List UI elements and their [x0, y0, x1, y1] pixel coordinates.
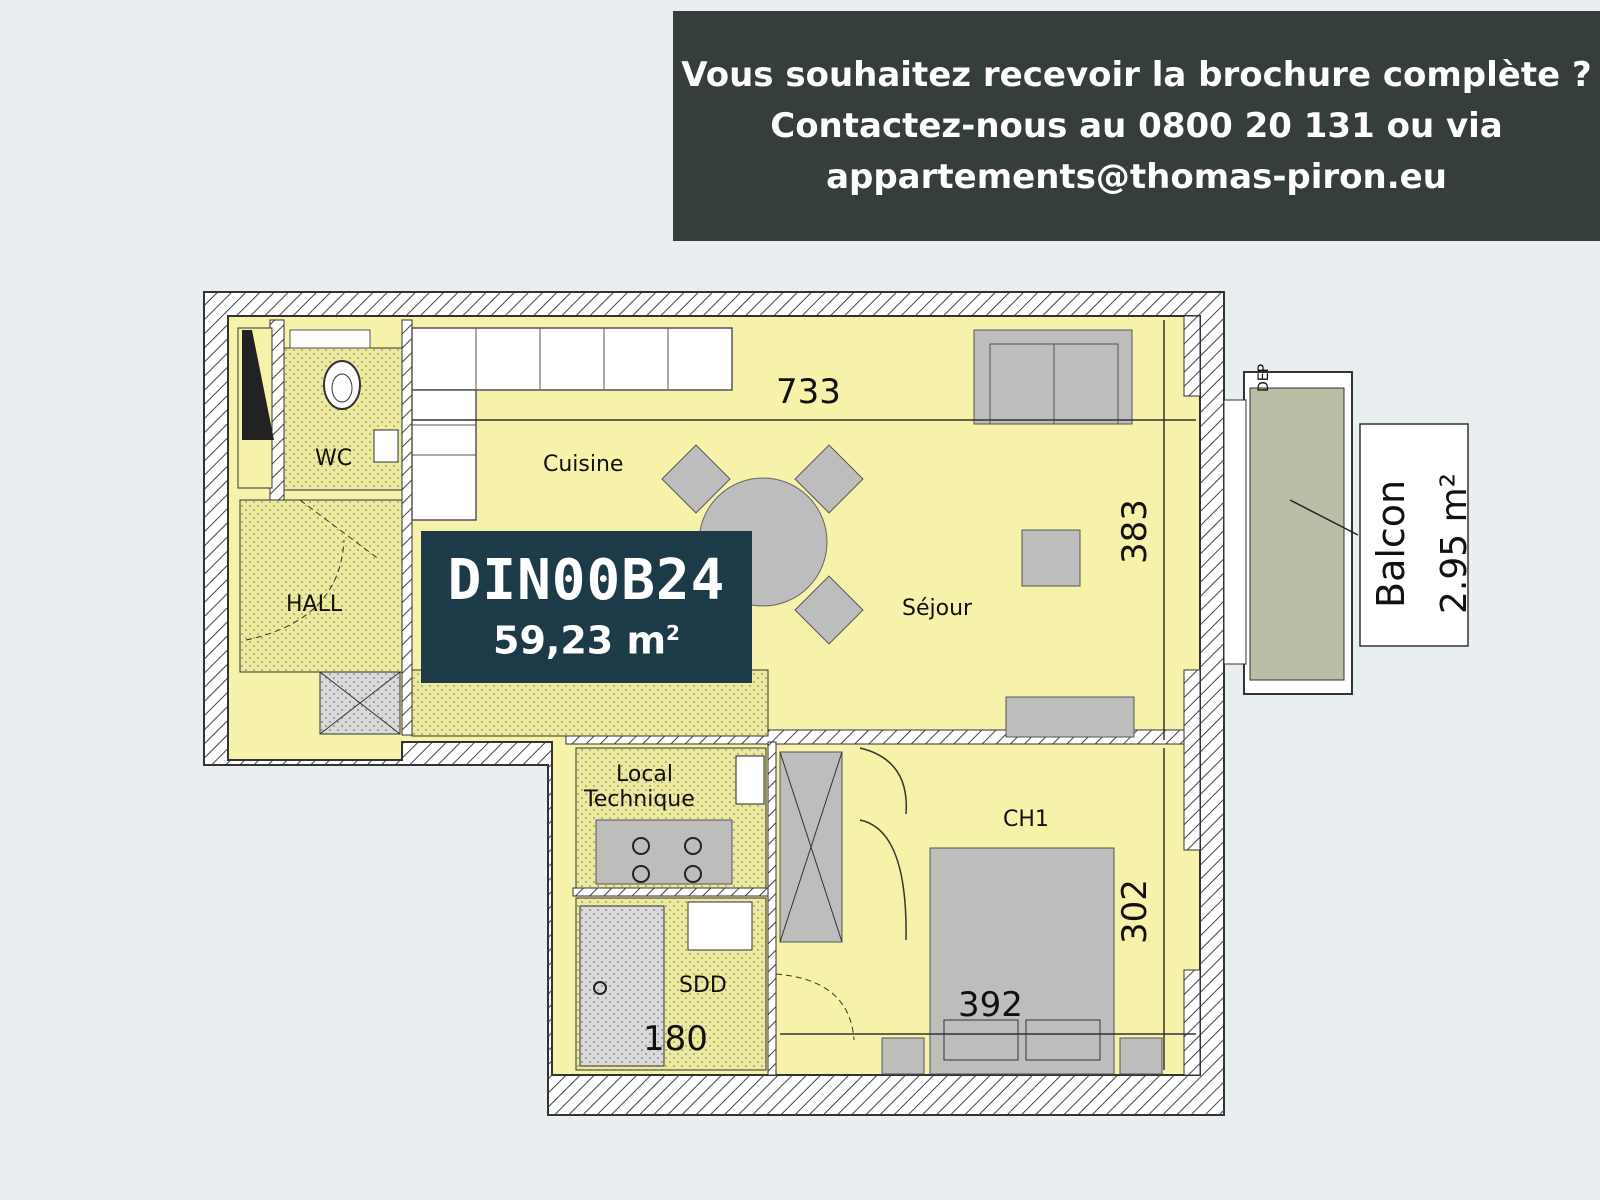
banner-line-phone: Contactez-nous au 0800 20 131 ou via [770, 105, 1503, 146]
label-ch1: CH1 [1003, 807, 1049, 832]
tv-cabinet [1005, 696, 1135, 738]
label-hall: HALL [286, 592, 343, 617]
wardrobe [779, 751, 843, 943]
label-cuisine: Cuisine [543, 452, 623, 477]
unit-area: 59,23 m2 [493, 611, 680, 663]
label-technique: Technique [583, 787, 695, 812]
sofa [973, 329, 1133, 425]
dim-sejour-width: 733 [776, 372, 841, 412]
toilet-icon [289, 329, 399, 463]
shower [579, 905, 665, 1067]
label-local: Local [616, 762, 673, 787]
contact-banner: Vous souhaitez recevoir la brochure comp… [673, 11, 1600, 241]
dim-shower: 180 [643, 1019, 708, 1059]
sink-icon [687, 901, 753, 951]
dim-sejour-depth: 383 [1115, 499, 1155, 564]
kitchen-counters [411, 327, 733, 521]
balcony-area: 2.95 m² [1434, 473, 1475, 614]
label-dep: DEP [1256, 364, 1272, 392]
unit-area-exponent: 2 [666, 621, 680, 646]
coffee-table [1021, 529, 1081, 587]
boiler-icon [595, 755, 765, 885]
dim-ch1-width: 392 [958, 985, 1023, 1025]
unit-area-value: 59,23 m [493, 618, 667, 663]
unit-code: DIN00B24 [447, 548, 726, 614]
banner-line-email[interactable]: appartements@thomas-piron.eu [826, 156, 1447, 197]
label-sejour: Séjour [902, 596, 973, 621]
balcony [1223, 371, 1469, 695]
label-sdd: SDD [679, 973, 727, 998]
bed [881, 847, 1163, 1075]
label-wc: WC [315, 446, 352, 471]
dim-ch1-depth: 302 [1115, 879, 1155, 944]
unit-badge: DIN00B24 59,23 m2 [421, 531, 752, 683]
balcony-label: Balcon [1369, 480, 1413, 608]
banner-line-brochure: Vous souhaitez recevoir la brochure comp… [681, 54, 1592, 95]
